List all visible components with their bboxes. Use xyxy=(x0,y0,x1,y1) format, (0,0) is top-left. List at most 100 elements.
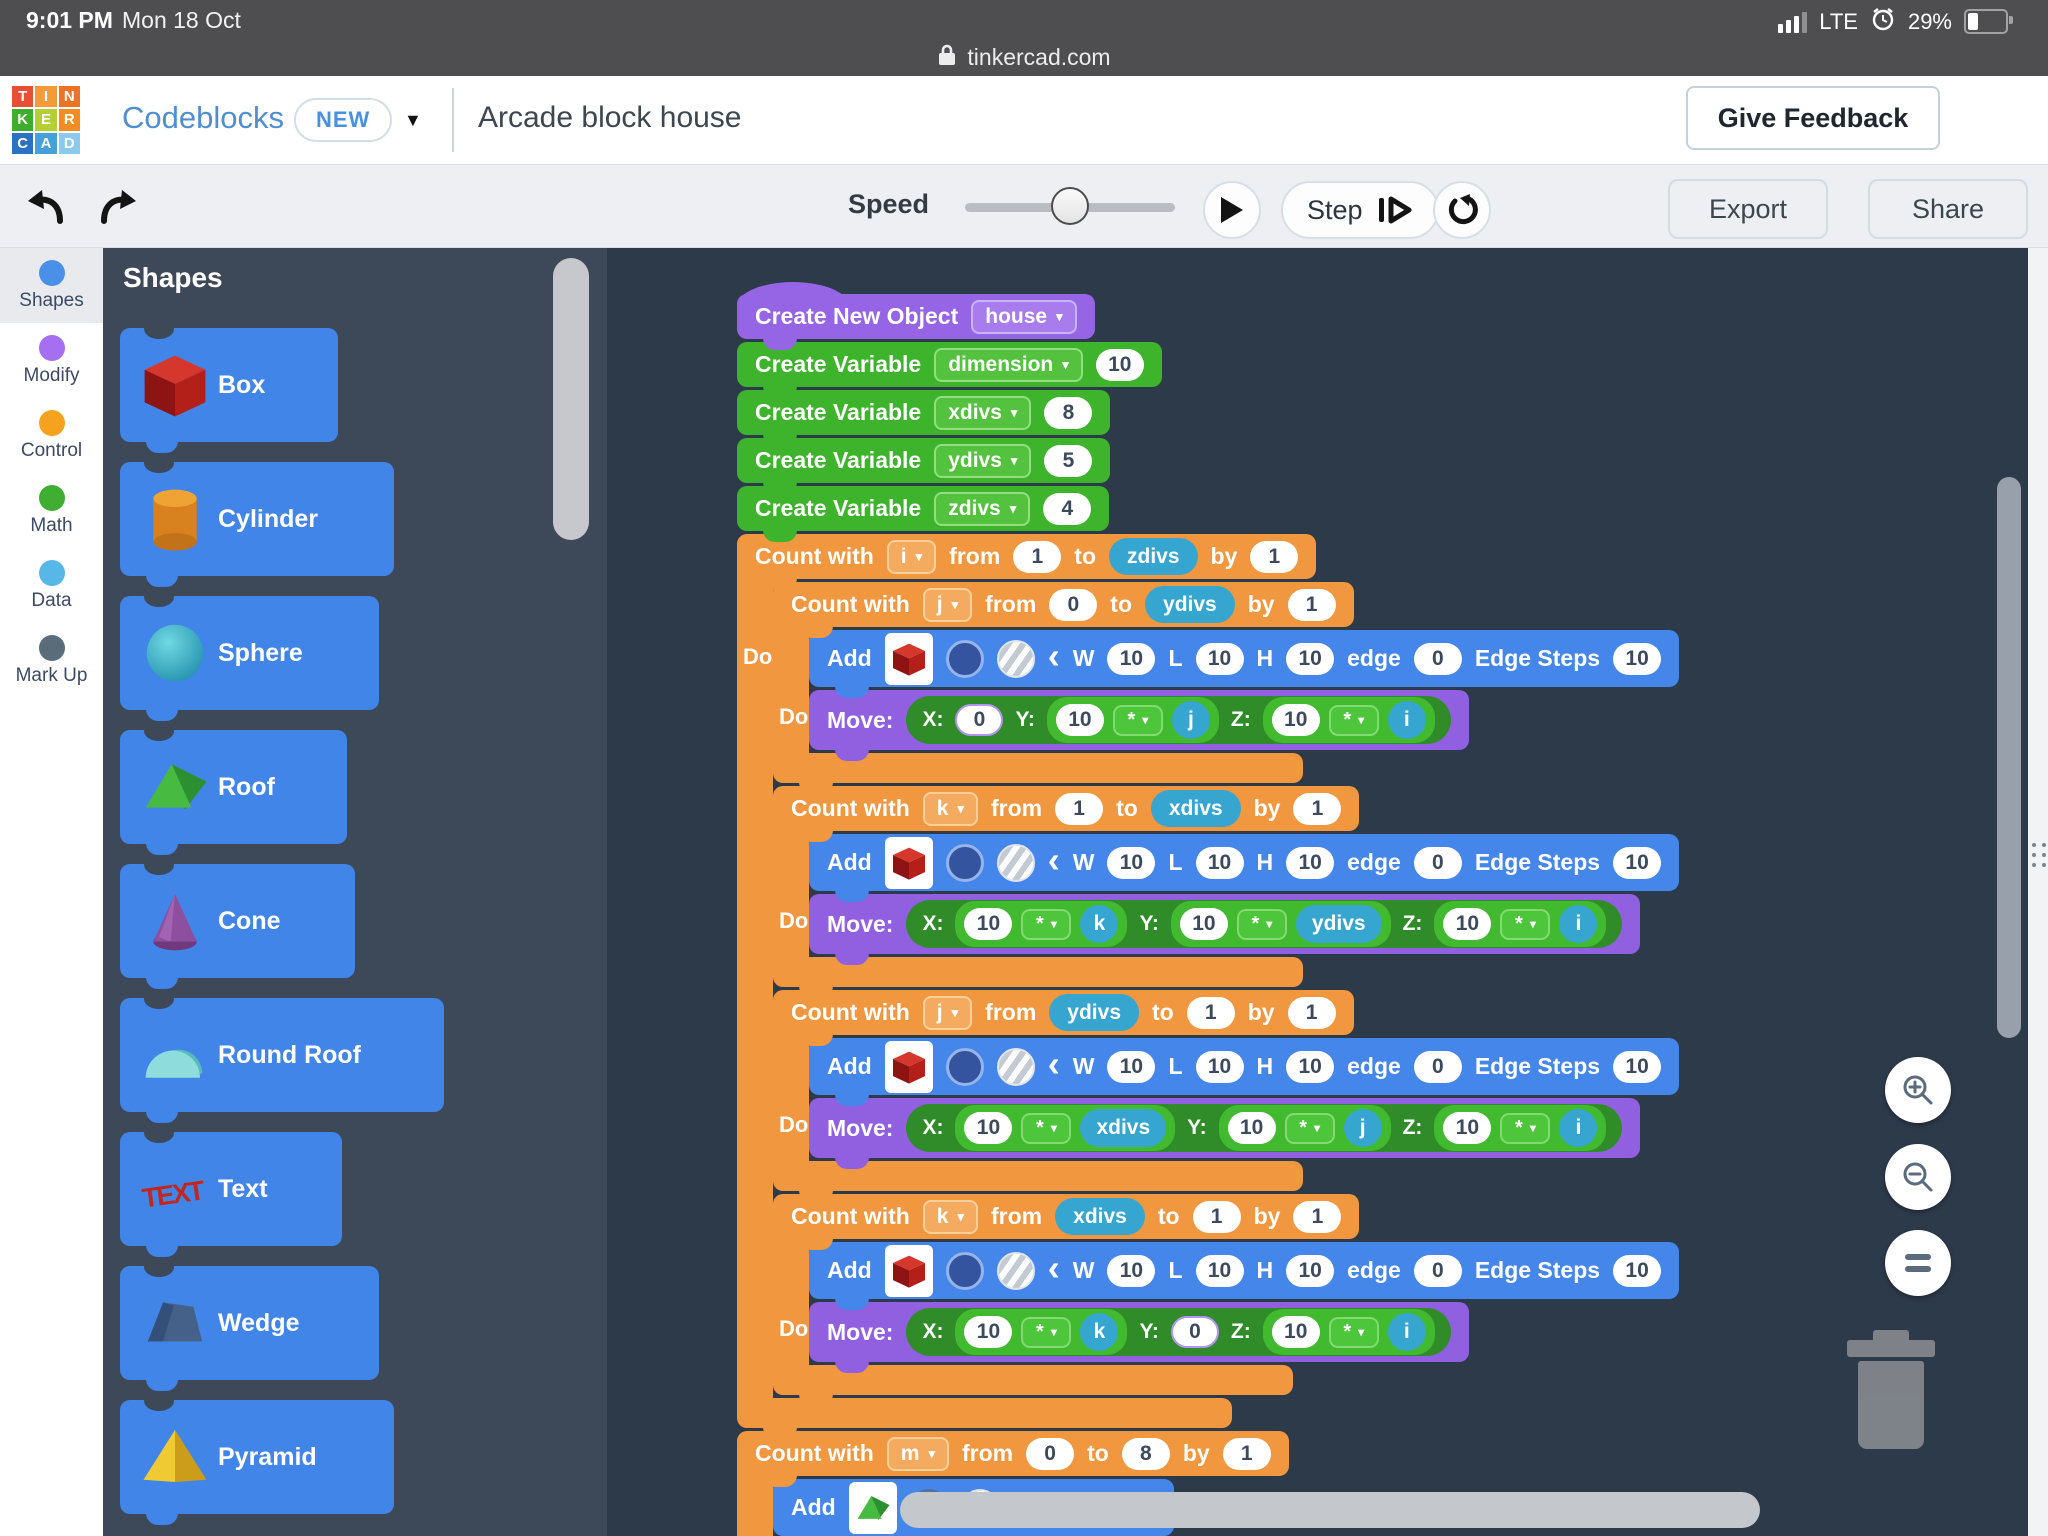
value-input[interactable]: 1 xyxy=(1293,792,1342,825)
value-input[interactable]: 0 xyxy=(1413,1254,1462,1287)
value-input[interactable]: 10 xyxy=(1613,1254,1662,1287)
dropdown-j[interactable]: j▾ xyxy=(922,587,973,622)
value-input[interactable]: 10 xyxy=(1095,348,1144,381)
value-input[interactable]: 10 xyxy=(1195,1050,1244,1083)
shape-block-roof[interactable]: Roof xyxy=(120,721,347,855)
speed-slider-knob[interactable] xyxy=(1051,187,1089,225)
operator-dropdown[interactable]: *▾ xyxy=(1328,704,1379,736)
box-shape-icon[interactable] xyxy=(884,632,933,685)
value-input[interactable]: 10 xyxy=(1195,1254,1244,1287)
math-expression[interactable]: 10*▾k xyxy=(955,1309,1128,1355)
value-input[interactable]: 1 xyxy=(1287,996,1336,1029)
value-input[interactable]: 10 xyxy=(1179,908,1228,940)
horizontal-scrollbar[interactable] xyxy=(900,1492,1760,1528)
value-input[interactable]: 10 xyxy=(1271,704,1320,736)
value-input[interactable]: 1 xyxy=(1186,996,1235,1029)
variable-pill-i[interactable]: i xyxy=(1559,1109,1598,1147)
restart-button[interactable] xyxy=(1433,181,1491,239)
sidebar-item-modify[interactable]: Modify xyxy=(0,323,103,398)
material-picker-circle[interactable] xyxy=(996,639,1035,678)
value-input[interactable]: 10 xyxy=(1055,704,1104,736)
value-input[interactable]: 4 xyxy=(1043,492,1092,525)
sidebar-item-shapes[interactable]: Shapes xyxy=(0,248,103,323)
material-picker-circle[interactable] xyxy=(996,1047,1035,1086)
value-input[interactable]: 10 xyxy=(1227,1112,1276,1144)
value-input[interactable]: 10 xyxy=(1107,1254,1156,1287)
variable-pill-zdivs[interactable]: zdivs xyxy=(1109,538,1198,575)
math-expression[interactable]: 10*▾i xyxy=(1434,1105,1607,1151)
value-input[interactable]: 1 xyxy=(1013,540,1062,573)
give-feedback-button[interactable]: Give Feedback xyxy=(1686,86,1940,150)
document-title[interactable]: Arcade block house xyxy=(478,101,742,134)
url-bar[interactable]: tinkercad.com xyxy=(0,38,2048,76)
material-picker-circle[interactable] xyxy=(996,843,1035,882)
undo-button[interactable] xyxy=(26,189,66,225)
color-picker-circle[interactable] xyxy=(945,639,984,678)
value-input[interactable]: 10 xyxy=(964,1112,1013,1144)
value-input[interactable]: 1 xyxy=(1222,1437,1271,1470)
math-expression[interactable]: 10*▾j xyxy=(1218,1105,1391,1151)
box-shape-icon[interactable] xyxy=(884,1244,933,1297)
speed-slider[interactable] xyxy=(965,187,1175,225)
operator-dropdown[interactable]: *▾ xyxy=(1236,908,1287,940)
color-picker-circle[interactable] xyxy=(945,843,984,882)
vertical-scrollbar[interactable] xyxy=(1997,477,2021,1038)
value-input[interactable]: 10 xyxy=(1107,1050,1156,1083)
dropdown-m[interactable]: m▾ xyxy=(886,1436,950,1471)
dropdown-xdivs[interactable]: xdivs▾ xyxy=(934,395,1032,430)
operator-dropdown[interactable]: *▾ xyxy=(1021,1112,1072,1144)
box-shape-icon[interactable] xyxy=(884,836,933,889)
variable-pill-j[interactable]: j xyxy=(1343,1109,1382,1147)
step-button[interactable]: Step xyxy=(1281,181,1439,239)
operator-dropdown[interactable]: *▾ xyxy=(1021,1316,1072,1348)
product-menu-caret-icon[interactable]: ▼ xyxy=(404,110,422,130)
shape-block-cylinder[interactable]: Cylinder xyxy=(120,453,394,587)
math-expression[interactable]: 10*▾j xyxy=(1046,697,1219,743)
variable-pill-k[interactable]: k xyxy=(1080,905,1119,943)
shape-block-cone[interactable]: Cone xyxy=(120,855,355,989)
dropdown-j[interactable]: j▾ xyxy=(922,995,973,1030)
roof-shape-icon[interactable] xyxy=(848,1481,897,1534)
operator-dropdown[interactable]: *▾ xyxy=(1021,908,1072,940)
variable-pill-i[interactable]: i xyxy=(1559,905,1598,943)
variable-pill-i[interactable]: i xyxy=(1387,701,1426,739)
value-input[interactable]: 1 xyxy=(1287,588,1336,621)
operator-dropdown[interactable]: *▾ xyxy=(1112,704,1163,736)
value-input[interactable]: 10 xyxy=(1107,846,1156,879)
value-input[interactable]: 10 xyxy=(1286,642,1335,675)
operator-dropdown[interactable]: *▾ xyxy=(1284,1112,1335,1144)
variable-pill-ydivs[interactable]: ydivs xyxy=(1295,905,1382,943)
value-input[interactable]: 0 xyxy=(1170,1316,1219,1348)
value-input[interactable]: 10 xyxy=(1286,1254,1335,1287)
variable-pill-i[interactable]: i xyxy=(1387,1313,1426,1351)
value-input[interactable]: 0 xyxy=(1413,642,1462,675)
value-input[interactable]: 10 xyxy=(1286,1050,1335,1083)
shape-block-round-roof[interactable]: Round Roof xyxy=(120,989,444,1123)
value-input[interactable]: 1 xyxy=(1055,792,1104,825)
shape-block-box[interactable]: Box xyxy=(120,319,338,453)
dropdown-k[interactable]: k▾ xyxy=(922,791,979,826)
variable-pill-xdivs[interactable]: xdivs xyxy=(1055,1198,1145,1235)
dropdown-zdivs[interactable]: zdivs▾ xyxy=(934,491,1031,526)
value-input[interactable]: 10 xyxy=(1613,642,1662,675)
value-input[interactable]: 10 xyxy=(1443,908,1492,940)
